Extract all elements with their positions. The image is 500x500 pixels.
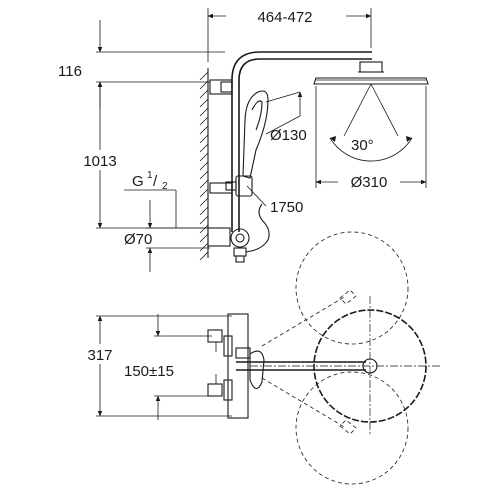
wall-hatch-line	[199, 188, 209, 198]
rain-shower-head	[313, 61, 429, 162]
wall-hatch-line	[199, 143, 209, 153]
dim-head-diameter: Ø310	[315, 86, 427, 191]
wall-hatch-line	[199, 197, 209, 207]
wall-hatch-line	[199, 224, 209, 234]
escutcheon-label: Ø70	[124, 231, 152, 248]
wall-hatch-line	[199, 215, 209, 225]
top-offset-label: 116	[58, 63, 82, 80]
dim-thread: G 1 / 2	[124, 170, 177, 228]
wall-hatch-line	[199, 134, 209, 144]
thread-num-label: 1	[147, 170, 153, 181]
hand-shower-label: Ø130	[270, 127, 307, 144]
wall-hatch-line	[199, 161, 209, 171]
thermostat-plan	[207, 313, 251, 419]
svg-text:G: G	[132, 173, 144, 190]
wall-hatch-line	[199, 125, 209, 135]
svg-text:/: /	[153, 173, 158, 190]
head-plan	[250, 296, 440, 436]
dim-escutcheon: Ø70	[124, 200, 210, 272]
wall-hatch-line	[199, 251, 209, 261]
wall-hatch-line	[199, 98, 209, 108]
wall	[199, 68, 209, 261]
wall-elbow	[207, 203, 270, 263]
hand-shower	[225, 90, 301, 197]
elevation-view: 464-472 116 1013 G 1 / 2	[58, 5, 429, 272]
head-angle-label: 30°	[351, 137, 374, 154]
hand-shower-plan	[249, 350, 265, 390]
wall-hatch-line	[199, 233, 209, 243]
dim-inlet-spacing: 150±15	[124, 314, 212, 420]
dim-total-height: 1013	[72, 81, 208, 229]
arm-reach-label: 464-472	[257, 9, 312, 26]
wall-hatch-line	[199, 242, 209, 252]
riser-pipe	[209, 51, 372, 232]
dim-arm-reach: 464-472	[207, 5, 372, 62]
hose-length-label: 1750	[270, 199, 303, 216]
swivel-position-lower	[295, 371, 409, 485]
wall-hatch-line	[199, 170, 209, 180]
swivel-position-upper	[295, 231, 409, 345]
wall-hatch-line	[199, 116, 209, 126]
plan-depth-label: 317	[87, 347, 112, 364]
dim-hose: 1750	[246, 185, 303, 216]
wall-hatch-line	[199, 152, 209, 162]
arm-plan	[236, 361, 366, 371]
dim-plan-depth: 317	[72, 315, 232, 417]
wall-hatch-line	[199, 89, 209, 99]
wall-hatch-line	[199, 71, 209, 81]
wall-hatch-line	[199, 206, 209, 216]
dim-hand-shower: Ø130	[265, 91, 307, 144]
total-height-label: 1013	[83, 153, 116, 170]
dim-top-offset: 116	[58, 20, 225, 108]
wall-hatch-line	[199, 179, 209, 189]
head-diameter-label: Ø310	[351, 174, 388, 191]
plan-view: 317 150±15	[72, 231, 440, 485]
inlet-spacing-label: 150±15	[124, 363, 174, 380]
wall-hatch-line	[199, 107, 209, 117]
thread-den-label: 2	[162, 181, 168, 192]
thread-base-label: G	[132, 173, 144, 190]
